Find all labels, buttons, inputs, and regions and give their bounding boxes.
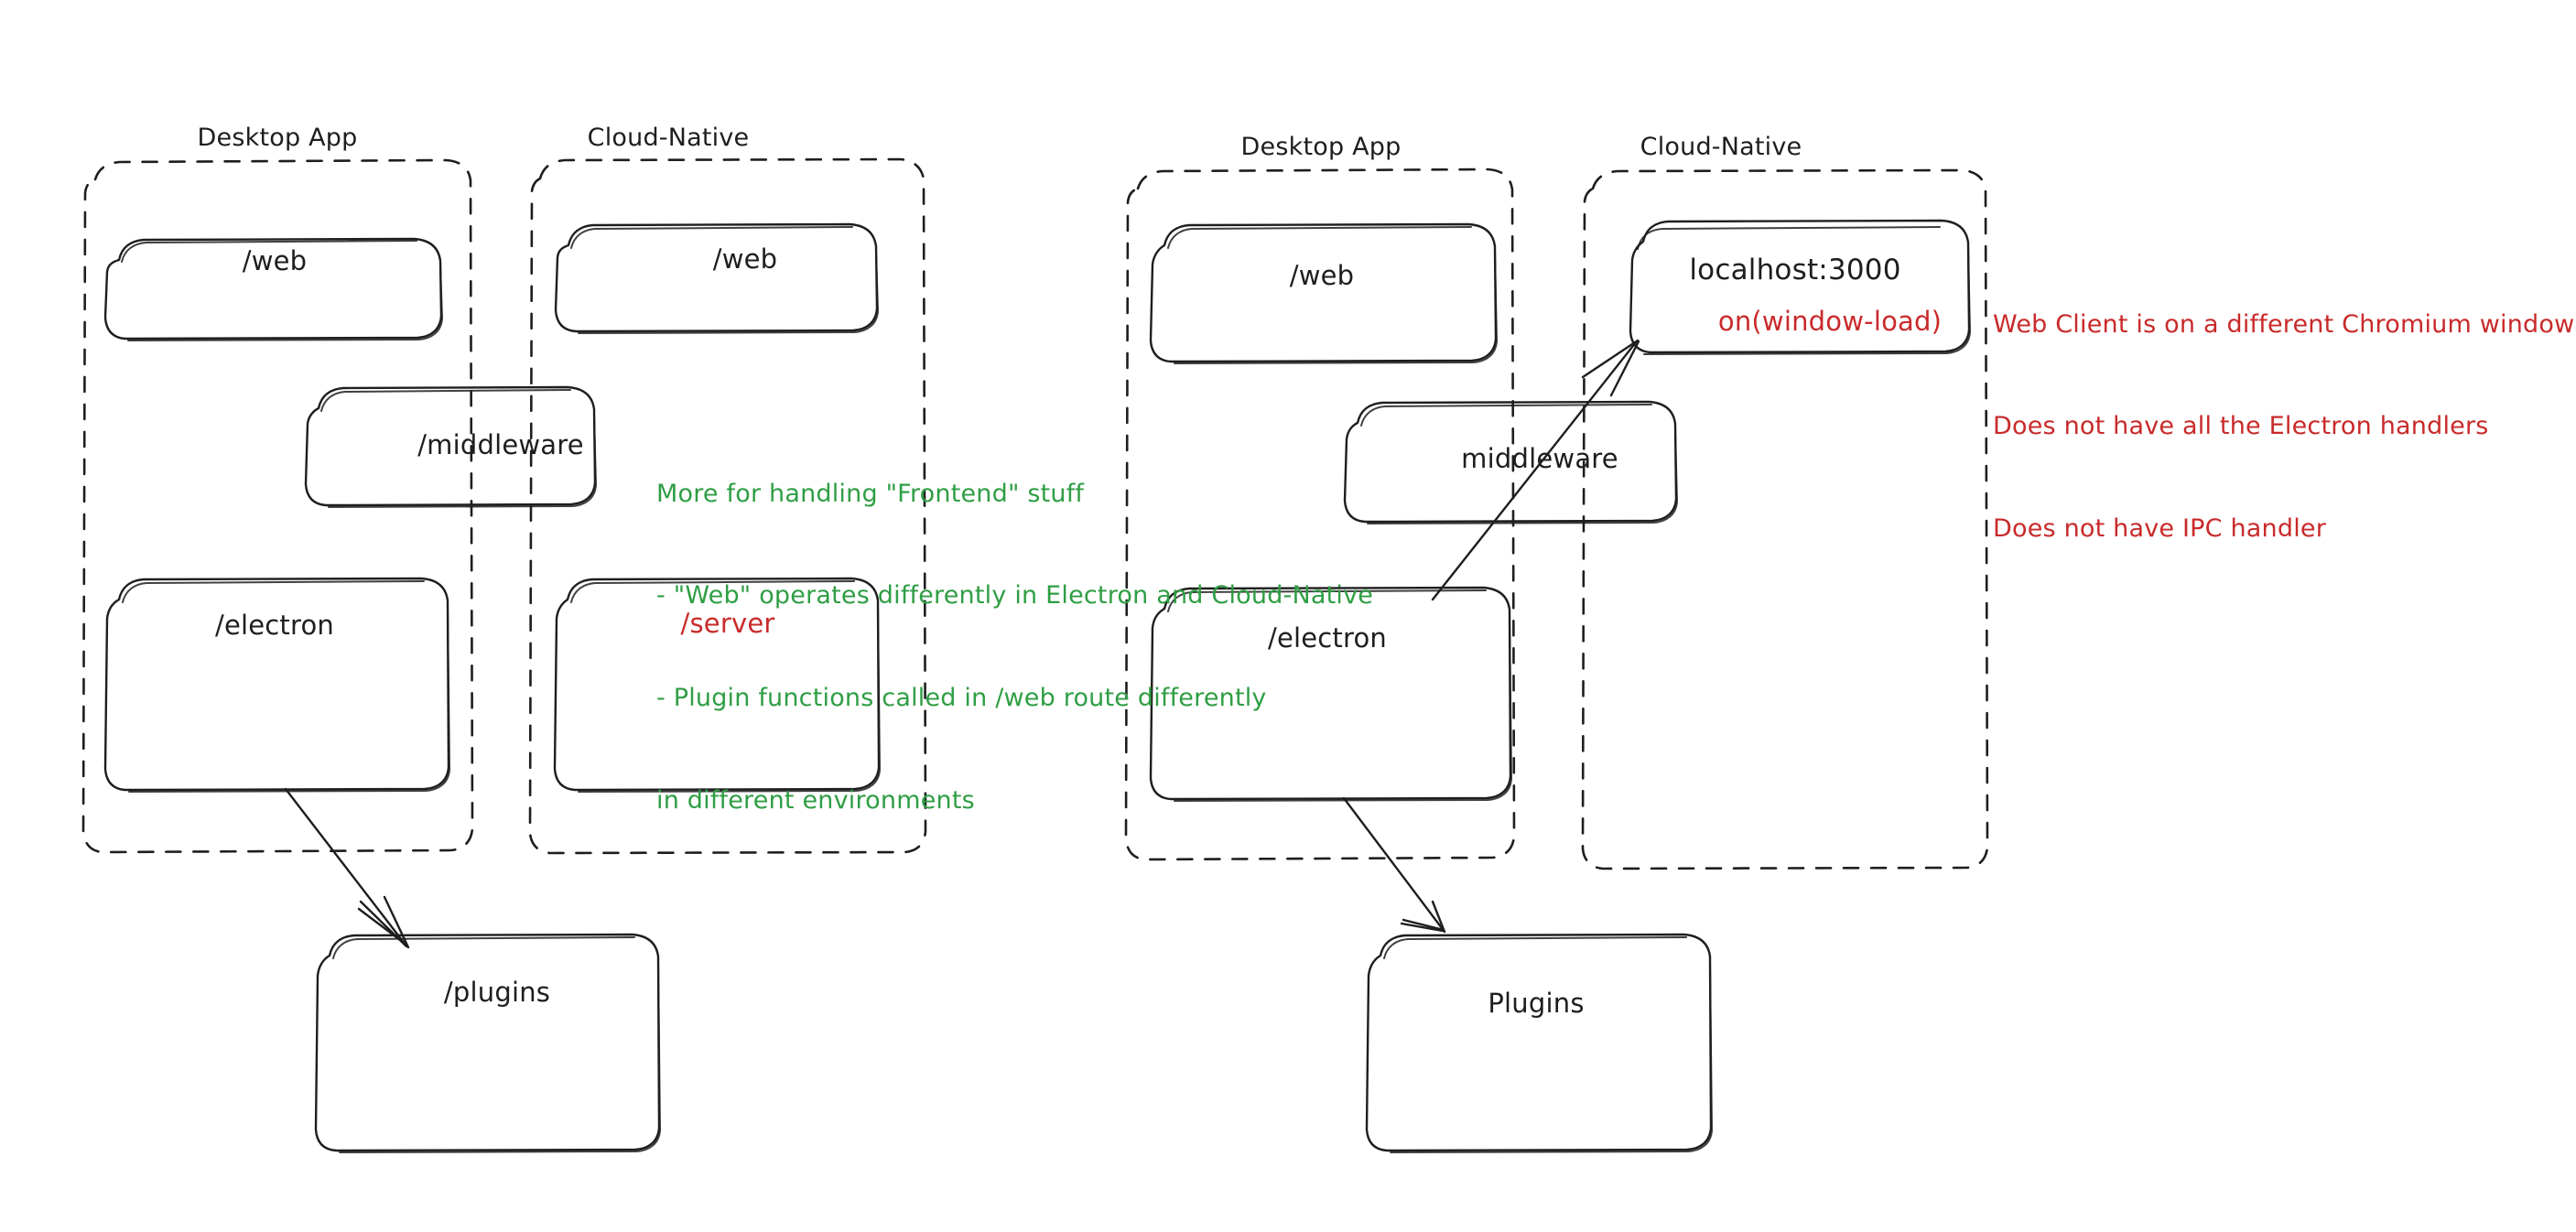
right-localhost-box [1629,219,1971,354]
left-middleware-box-2 [320,389,597,508]
red-note-line-1: Web Client is on a different Chromium wi… [1993,309,2575,339]
right-localhost-box-2 [1637,226,1971,355]
right-cloud-group-label: Cloud-Native [1640,133,1802,161]
left-cloud-web-label: /web [712,243,778,275]
right-electron-label: /electron [1267,622,1388,654]
left-desktop-container [81,158,474,854]
left-server-label: /server [680,608,775,639]
left-cloud-group-label: Cloud-Native [587,124,750,152]
red-note-line-3: Does not have IPC handler [1993,514,2327,543]
right-desktop-web-label: /web [1289,260,1355,291]
right-electron-to-plugins-arrow [1342,796,1446,934]
red-note-line-2: Does not have all the Electron handlers [1993,412,2489,441]
left-desktop-web-box [103,237,443,340]
red-note: Web Client is on a different Chromium wi… [1993,239,2574,614]
left-electron-box-2 [122,580,450,793]
left-desktop-group-label: Desktop App [197,124,358,152]
left-server-box [553,577,881,792]
left-plugins-box-2 [332,936,661,1153]
left-cloud-web-box-2 [570,226,879,334]
green-note-line-3: - Plugin functions called in /web route … [656,684,1267,712]
left-cloud-container [528,157,927,855]
right-plugins-label: Plugins [1488,988,1585,1019]
right-middleware-box-2 [1360,404,1678,524]
green-note-line-4: in different environments [656,785,975,815]
right-electron-to-localhost-arrow [1431,339,1640,601]
left-middleware-box [304,385,597,507]
right-electron-box-2 [1167,589,1512,802]
green-note-line-1: More for handling "Frontend" stuff [656,479,1085,508]
left-electron-label: /electron [214,610,335,641]
green-note: More for handling "Frontend" stuff - "We… [656,408,1373,886]
right-desktop-web-box-2 [1167,226,1498,364]
right-plugins-box [1365,933,1713,1152]
left-plugins-label: /plugins [443,977,551,1008]
right-desktop-container [1124,168,1516,861]
left-electron-box [103,577,450,792]
right-desktop-group-label: Desktop App [1240,133,1402,161]
green-note-line-2: - "Web" operates differently in Electron… [656,581,1374,611]
right-plugins-box-2 [1383,936,1713,1153]
left-electron-to-plugins-arrow [284,787,410,949]
right-cloud-container [1581,168,1989,870]
left-server-box-2 [570,580,881,793]
right-middleware-label: middleware [1461,443,1618,474]
right-desktop-web-box [1149,222,1498,363]
right-electron-box [1149,586,1512,801]
right-middleware-box [1343,400,1678,524]
left-middleware-label: /middleware [417,429,584,460]
left-plugins-box [314,933,661,1152]
right-localhost-label: localhost:3000 [1689,254,1901,286]
left-desktop-web-label: /web [242,245,308,276]
left-desktop-web-box-2 [121,240,443,341]
right-localhost-sublabel: on(window-load) [1717,306,1943,337]
left-cloud-web-box [554,222,879,333]
